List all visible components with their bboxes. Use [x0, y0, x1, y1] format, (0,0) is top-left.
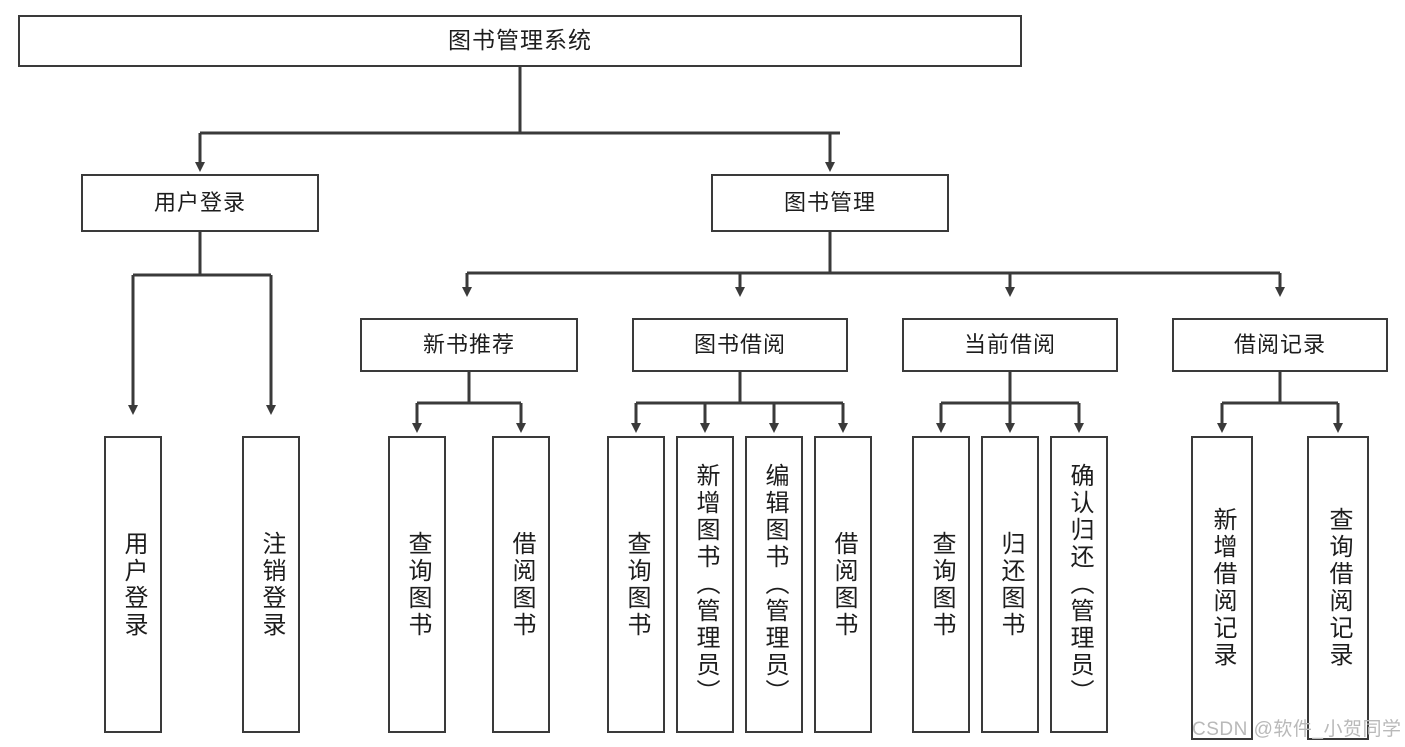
- leaf-user-login[interactable]: 用户登录: [104, 436, 162, 733]
- node-label: 用户登录: [153, 189, 246, 215]
- node-label: 借阅图书: [508, 530, 535, 639]
- node-label: 借阅记录: [1233, 331, 1326, 357]
- leaf-return-book[interactable]: 归还图书: [981, 436, 1039, 733]
- leaf-borrow-book-recommend[interactable]: 借阅图书: [492, 436, 550, 733]
- leaf-query-book-recommend[interactable]: 查询图书: [388, 436, 446, 733]
- leaf-query-book-current[interactable]: 查询图书: [912, 436, 970, 733]
- node-label: 当前借阅: [963, 331, 1056, 357]
- leaf-query-book-borrow[interactable]: 查询图书: [607, 436, 665, 733]
- node-label: 借阅图书: [830, 530, 857, 639]
- leaf-confirm-return-admin[interactable]: 确认归还（管理员）: [1050, 436, 1108, 733]
- node-label: 查询借阅记录: [1325, 507, 1352, 669]
- leaf-add-borrow-record[interactable]: 新增借阅记录: [1191, 436, 1253, 740]
- node-new-book-recommend[interactable]: 新书推荐: [360, 318, 578, 372]
- leaf-add-book-admin[interactable]: 新增图书（管理员）: [676, 436, 734, 733]
- node-label: 新增图书（管理员）: [692, 463, 719, 706]
- node-label: 查询图书: [928, 530, 955, 639]
- leaf-edit-book-admin[interactable]: 编辑图书（管理员）: [745, 436, 803, 733]
- leaf-query-borrow-record[interactable]: 查询借阅记录: [1307, 436, 1369, 740]
- node-book-management-system[interactable]: 图书管理系统: [18, 15, 1022, 67]
- node-label: 图书管理系统: [448, 27, 592, 54]
- node-label: 编辑图书（管理员）: [761, 463, 788, 706]
- node-user-login[interactable]: 用户登录: [81, 174, 319, 232]
- node-label: 用户登录: [120, 530, 147, 639]
- node-label: 新增借阅记录: [1209, 507, 1236, 669]
- leaf-logout-login[interactable]: 注销登录: [242, 436, 300, 733]
- node-book-borrow[interactable]: 图书借阅: [632, 318, 848, 372]
- watermark-text: CSDN @软件_小贺同学: [1192, 719, 1402, 740]
- node-label: 图书借阅: [693, 331, 786, 357]
- node-borrow-record[interactable]: 借阅记录: [1172, 318, 1388, 372]
- node-current-borrow[interactable]: 当前借阅: [902, 318, 1118, 372]
- leaf-borrow-book[interactable]: 借阅图书: [814, 436, 872, 733]
- node-label: 查询图书: [623, 530, 650, 639]
- node-label: 查询图书: [404, 530, 431, 639]
- node-label: 图书管理: [783, 189, 876, 215]
- node-label: 新书推荐: [422, 331, 515, 357]
- node-book-management[interactable]: 图书管理: [711, 174, 949, 232]
- node-label: 归还图书: [997, 530, 1024, 639]
- node-label: 注销登录: [258, 530, 285, 639]
- node-label: 确认归还（管理员）: [1066, 463, 1093, 706]
